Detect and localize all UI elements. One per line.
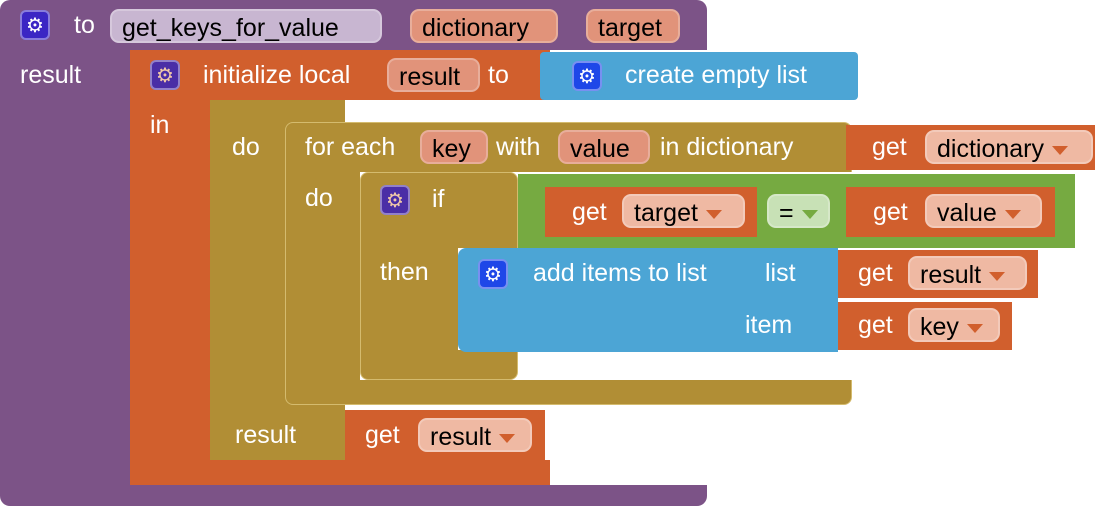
procedure-keyword: to [74, 11, 95, 39]
var-dropdown[interactable]: result [908, 256, 1027, 290]
then-label: then [380, 258, 429, 286]
dropdown-arrow-icon [966, 323, 983, 333]
add-items-to-list-block[interactable] [458, 248, 838, 352]
var-dropdown[interactable]: value [925, 194, 1042, 228]
gear-icon[interactable]: ⚙ [380, 185, 410, 215]
to-label: to [488, 61, 509, 89]
if-label: if [432, 185, 445, 213]
dropdown-arrow-icon [801, 209, 818, 219]
init-label: initialize local [203, 61, 351, 89]
create-list-label: create empty list [625, 61, 808, 89]
for-each-label: for each [305, 133, 396, 161]
dropdown-arrow-icon [705, 209, 722, 219]
var-dropdown[interactable]: target [622, 194, 745, 228]
in-label: in [150, 111, 170, 139]
get-label: get [858, 311, 893, 339]
in-dictionary-label: in dictionary [660, 133, 794, 161]
operator-dropdown[interactable]: = [767, 194, 830, 228]
get-label: get [365, 421, 400, 449]
do-label: do [232, 133, 260, 161]
with-label: with [496, 133, 541, 161]
gear-icon[interactable]: ⚙ [150, 60, 180, 90]
dropdown-arrow-icon [1004, 209, 1021, 219]
var-dropdown[interactable]: dictionary [925, 130, 1093, 164]
gear-icon[interactable]: ⚙ [572, 61, 602, 91]
initialize-local-block[interactable] [130, 50, 550, 100]
value-var-field[interactable]: value [558, 130, 650, 164]
result-label: result [20, 61, 82, 89]
dropdown-arrow-icon [989, 271, 1006, 281]
key-var-field[interactable]: key [420, 130, 488, 164]
gear-icon[interactable]: ⚙ [478, 259, 508, 289]
param-dictionary[interactable]: dictionary [410, 9, 558, 43]
dropdown-arrow-icon [1052, 145, 1068, 155]
get-label: get [872, 133, 907, 161]
get-label: get [873, 198, 908, 226]
add-items-label: add items to list [533, 259, 707, 287]
do-result-label: result [235, 421, 297, 449]
item-socket-label: item [745, 311, 793, 339]
local-var-field[interactable]: result [387, 58, 480, 92]
get-label: get [858, 259, 893, 287]
param-target[interactable]: target [586, 9, 680, 43]
gear-icon[interactable]: ⚙ [20, 10, 50, 40]
list-socket-label: list [765, 259, 796, 287]
var-dropdown[interactable]: result [418, 418, 532, 452]
procedure-name-field[interactable]: get_keys_for_value [110, 9, 382, 43]
dropdown-arrow-icon [499, 433, 516, 443]
for-do-label: do [305, 184, 333, 212]
get-label: get [572, 198, 607, 226]
var-dropdown[interactable]: key [908, 308, 1000, 342]
